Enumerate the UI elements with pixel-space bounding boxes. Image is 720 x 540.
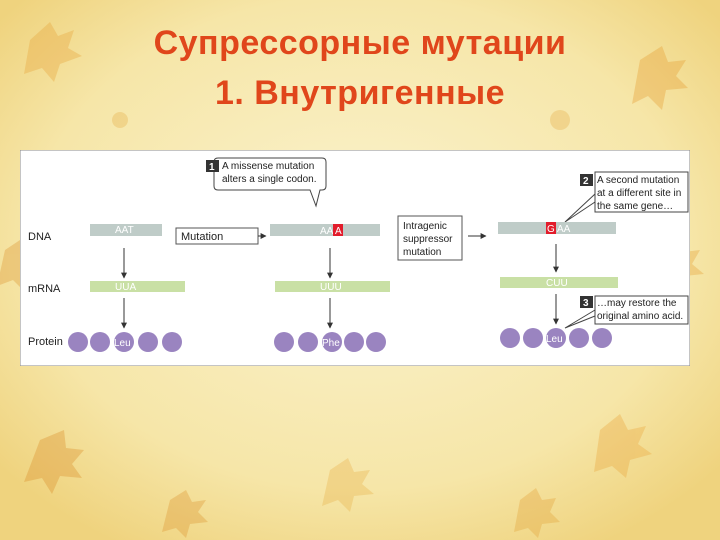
dna-bar-col2 — [270, 224, 380, 236]
callout-3-number: 3 — [583, 298, 589, 309]
callout-2-box — [594, 171, 689, 213]
callout-2-line2: at a different site in — [597, 188, 681, 199]
slide-title-line2: 1. Внутригенные — [214, 74, 506, 112]
amino-acid-col3: Leu — [546, 334, 563, 345]
row-label-mrna: mRNA — [28, 283, 61, 295]
amino-acid-col1: Leu — [114, 338, 131, 349]
dna-codon-col1: AAT — [115, 225, 134, 236]
suppressor-line2: suppressor — [403, 234, 453, 245]
mutation-highlight-col3 — [546, 222, 556, 234]
callout-1-number: 1 — [209, 162, 215, 173]
mrna-codon-col1: UUA — [115, 282, 136, 293]
mutation-highlight-col2 — [333, 224, 343, 236]
suppressor-mutation-diagram: DNA mRNA Protein AAT UUA Leu Mutation 1 … — [20, 150, 690, 366]
mrna-bar-col3 — [500, 277, 618, 288]
dna-codon-col2-mut: A — [335, 226, 342, 237]
dna-codon-col2-prefix: AA — [320, 226, 334, 237]
mrna-codon-col3: CUU — [546, 278, 568, 289]
dna-bar-col3 — [498, 222, 616, 234]
dna-codon-col3-mut: G — [547, 224, 555, 235]
protein-chain-col3 — [500, 328, 612, 348]
mrna-bar-col1 — [90, 281, 185, 292]
suppressor-box — [397, 215, 463, 261]
amino-acid-col2: Phe — [322, 338, 340, 349]
mrna-bar-col2 — [275, 281, 390, 292]
slide-title-line1: Супрессорные мутации — [153, 24, 567, 62]
callout-3-badge — [580, 296, 593, 308]
callout-2-line1: A second mutation — [597, 175, 679, 186]
callout-1-badge — [206, 160, 219, 172]
mutation-label: Mutation — [181, 231, 223, 243]
protein-chain-col2 — [274, 332, 386, 352]
callout-3-line2: original amino acid. — [597, 311, 683, 322]
dna-codon-col3-suffix: AA — [557, 224, 571, 235]
dna-bar-col1 — [90, 224, 162, 236]
row-label-protein: Protein — [28, 336, 63, 348]
protein-chain-col1 — [68, 332, 182, 352]
suppressor-line3: mutation — [403, 247, 441, 258]
callout-3-line1: …may restore the — [597, 298, 677, 309]
suppressor-line1: Intragenic — [403, 221, 447, 232]
callout-2-badge — [580, 174, 593, 186]
callout-3-pointer — [564, 309, 596, 329]
callout-1-line1: A missense mutation — [222, 161, 314, 172]
row-label-dna: DNA — [28, 231, 52, 243]
callout-2-line3: the same gene… — [597, 201, 673, 212]
callout-2-number: 2 — [583, 176, 589, 187]
mrna-codon-col2: UUU — [320, 282, 342, 293]
callout-1-line2: alters a single codon. — [222, 174, 317, 185]
callout-3-box — [594, 295, 689, 325]
